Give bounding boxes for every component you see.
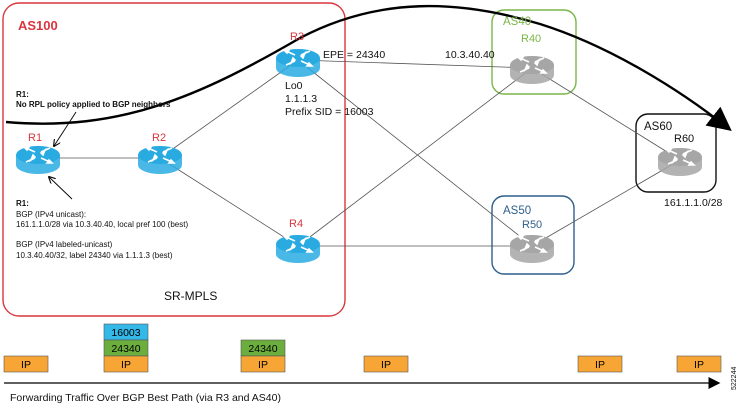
ip-box-5 [577, 355, 623, 373]
as100-domain [2, 2, 346, 317]
r1-note-body: No RPL policy applied to BGP neighbors [16, 100, 171, 109]
router-r1-label: R1 [28, 132, 42, 144]
lo0-address: 1.1.1.3 [285, 93, 317, 105]
epe-label-text-2: 24340 [248, 343, 277, 355]
best-path-arrow [5, 4, 732, 131]
as100-label: AS100 [18, 18, 58, 33]
ip-box-5-label: IP [595, 359, 605, 371]
caption: Forwarding Traffic Over BGP Best Path (v… [10, 392, 281, 404]
router-r3-icon [275, 48, 321, 78]
router-r50-icon [509, 234, 555, 264]
rib-line-1: BGP (IPv4 unicast): [16, 210, 86, 219]
note-pointer-arrow [54, 111, 77, 146]
r40-ip-annotation: 10.3.40.40 [445, 49, 495, 61]
link-r2-r3 [159, 59, 299, 159]
epe-annotation: EPE = 24340 [323, 49, 385, 61]
link-r2-r4 [159, 157, 299, 247]
router-r40-icon [509, 55, 555, 85]
as50-label: AS50 [503, 205, 531, 217]
as60-domain [635, 113, 717, 193]
links [38, 59, 681, 247]
link-r50-r60 [531, 159, 681, 247]
as50-domain [491, 195, 575, 275]
as40-label: AS40 [503, 16, 531, 28]
rib-pointer-arrow [49, 177, 73, 200]
ip-box-2-label: IP [121, 359, 131, 371]
lo0-label: Lo0 [285, 80, 303, 92]
router-r4-label: R4 [289, 218, 303, 230]
label-stacks: IP 16003 24340 IP 24340 IP IP IP IP [3, 323, 722, 373]
rib-line-3: BGP (IPv4 labeled-unicast) [16, 240, 113, 249]
as40-domain [491, 9, 577, 95]
ip-box-1 [3, 355, 49, 373]
prefix-label: 161.1.1.0/28 [664, 197, 723, 209]
link-r3-r40 [297, 59, 533, 69]
ip-box-4-label: IP [381, 359, 391, 371]
ip-box-4 [363, 355, 409, 373]
link-r4-r40 [297, 67, 533, 247]
router-r60-label: R60 [674, 133, 694, 145]
router-r4-icon [275, 234, 321, 264]
ip-box-6 [676, 355, 722, 373]
as60-label: AS60 [644, 121, 672, 133]
ip-box-6-label: IP [694, 359, 704, 371]
r1-note-title: R1: [16, 90, 29, 99]
router-r60-icon [657, 147, 703, 177]
ip-box-3-label: IP [258, 359, 268, 371]
link-r3-r50 [297, 59, 533, 247]
router-r3-label: R3 [290, 31, 304, 43]
router-r50-label: R50 [522, 219, 542, 231]
sr-mpls-label: SR-MPLS [164, 289, 217, 303]
router-r2-icon [137, 145, 183, 175]
prefix-sid-label: Prefix SID = 16003 [285, 106, 374, 118]
rib-line-2: 161.1.1.0/28 via 10.3.40.40, local pref … [16, 220, 188, 229]
link-r40-r60 [531, 67, 681, 161]
rib-line-4: 10.3.40.40/32, label 24340 via 1.1.1.3 (… [16, 251, 173, 260]
ip-box-3 [240, 355, 286, 373]
r1-rib-title: R1: [16, 199, 29, 208]
epe-label-text-1: 24340 [111, 343, 140, 355]
ip-box-2 [103, 355, 149, 373]
sid-label-text: 16003 [111, 327, 140, 339]
ip-box-1-label: IP [21, 359, 31, 371]
router-r40-label: R40 [521, 33, 541, 45]
figure-id: 522244 [731, 367, 738, 390]
router-r2-label: R2 [152, 132, 166, 144]
router-r1-icon [15, 145, 61, 175]
